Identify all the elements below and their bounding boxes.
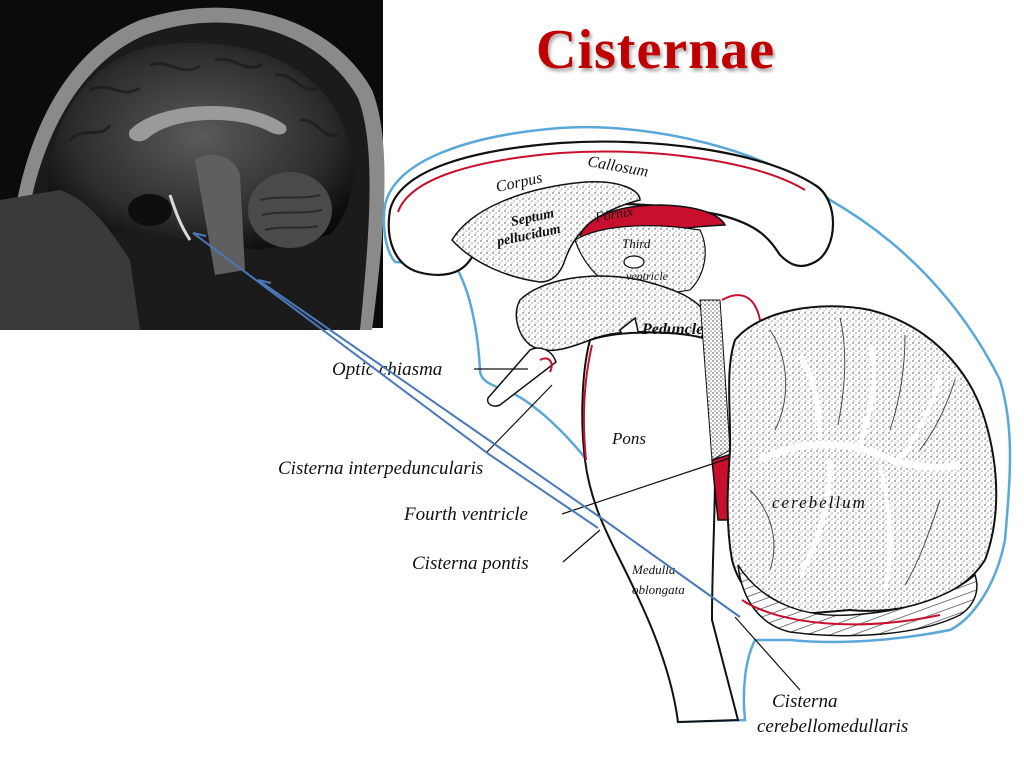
brain-midline-drawing: Corpus Callosum Septum pellucidum Fornix… [278,125,1012,737]
label-ventricle: ventricle [626,269,669,283]
callout-cisterna: Cisterna [772,691,837,712]
callout-cisterna-interpeduncularis: Cisterna interpeduncularis [278,458,483,479]
callout-cerebellomedullaris: cerebellomedullaris [757,716,908,737]
mri-sagittal-image [0,0,385,331]
label-medulla: Medulla [631,562,676,577]
cerebellum-drawing [726,305,998,637]
arrow-cerebellomedullaris [257,279,741,618]
label-third: Third [622,236,651,251]
label-oblongata: oblongata [632,582,685,597]
pointer-arrows [192,232,741,618]
callout-cisterna-pontis: Cisterna pontis [412,553,529,574]
arrow-interpeduncular [192,232,599,529]
label-peduncle: Peduncle [641,321,703,338]
label-pons: Pons [611,429,646,448]
label-cerebellum: cerebellum [772,493,867,512]
label-fornix: Fornix [593,204,635,226]
callout-fourth-ventricle: Fourth ventricle [403,504,528,525]
slide-title: Cisternae [536,19,776,81]
